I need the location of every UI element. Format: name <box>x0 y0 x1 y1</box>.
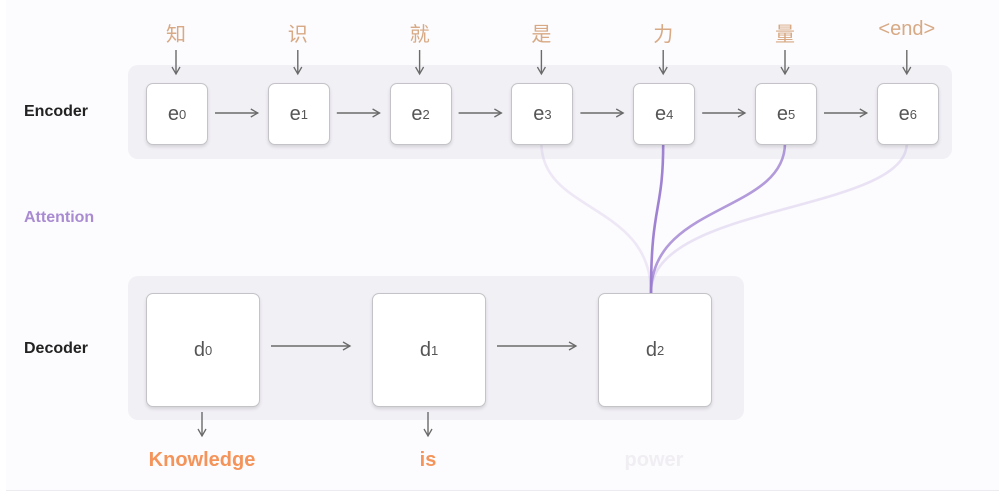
decoder-node-2-label: d <box>645 338 657 361</box>
decoder-node-1-label: d <box>419 338 431 361</box>
decoder-node-2-index: 2 <box>656 342 665 358</box>
encoder-node-1-label: e <box>289 102 301 125</box>
decoder-node-1-index: 1 <box>430 342 439 358</box>
encoder-node-2-index: 2 <box>422 106 430 122</box>
encoder-node-5-index: 5 <box>787 106 796 122</box>
input-token-1: 识 <box>287 24 308 46</box>
output-word-2: power <box>624 449 684 471</box>
decoder-node-0-index: 0 <box>204 342 213 358</box>
encoder-node-5-label: e <box>776 102 788 125</box>
attention-link-e3 <box>540 142 653 294</box>
attention-link-e6 <box>649 142 909 294</box>
encoder-node-2-label: e <box>411 102 423 125</box>
input-token-5: 量 <box>775 24 795 46</box>
input-token-3: 是 <box>531 24 552 46</box>
encoder-label: Encoder <box>24 103 89 120</box>
encoder-node-4-label: e <box>655 102 667 125</box>
attention-label: Attention <box>24 209 95 226</box>
decoder-label: Decoder <box>24 340 89 357</box>
input-token-4: 力 <box>653 24 674 46</box>
encoder-node-4-index: 4 <box>666 106 674 122</box>
output-word-1: is <box>419 449 437 471</box>
encoder-node-6-label: e <box>898 102 910 125</box>
encoder-node-0-index: 0 <box>178 106 187 122</box>
encoder-node-3-index: 3 <box>544 106 552 122</box>
encoder-node-0-label: e <box>167 102 179 125</box>
input-token-6: <end> <box>878 18 936 40</box>
input-token-0: 知 <box>166 24 186 46</box>
encoder-node-1-index: 1 <box>300 106 308 122</box>
output-word-0: Knowledge <box>148 449 256 471</box>
encoder-node-3-label: e <box>533 102 545 125</box>
input-token-2: 就 <box>409 24 430 46</box>
attention-link-e4 <box>649 142 665 294</box>
decoder-node-0-label: d <box>193 338 205 361</box>
encoder-node-6-index: 6 <box>909 106 917 122</box>
attention-link-e5 <box>649 142 787 294</box>
